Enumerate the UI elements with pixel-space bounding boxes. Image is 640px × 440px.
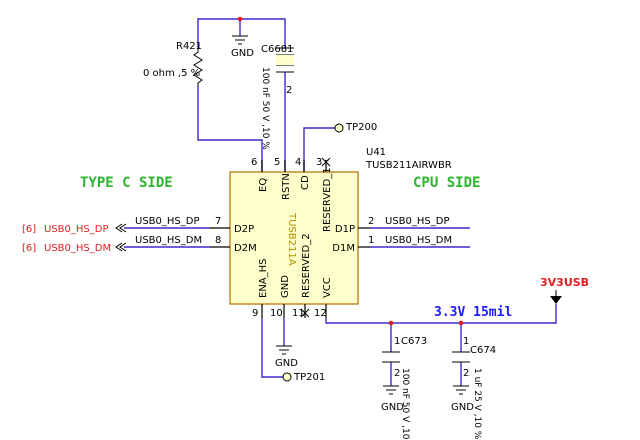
resistor-r421[interactable] (193, 46, 203, 86)
pin-name-rstn: RSTN (281, 173, 292, 200)
no-connect-mark (300, 157, 331, 318)
c673-ref: C673 (401, 336, 427, 347)
ic-part-number: TUSB211AIRWBR (365, 160, 452, 171)
junction-dot (458, 320, 464, 326)
pin-name-d1m: D1M (332, 243, 355, 254)
ground-symbol (453, 385, 469, 395)
pin-num-eq: 6 (251, 157, 257, 168)
r421-value: 0 ohm ,5 % (143, 68, 200, 79)
pin-name-cd: CD (300, 175, 311, 190)
pin-num-reserved1: 3 (316, 157, 322, 168)
power-arrow-icon (550, 296, 562, 304)
pin-num-d1m: 1 (368, 235, 374, 246)
offpage-dm-sheet: [6] (22, 243, 36, 254)
c674-pin2: 2 (463, 368, 469, 379)
capacitor-c674[interactable] (452, 351, 470, 363)
ground-symbol (383, 385, 399, 395)
c674-value: 1 uF 25 V ,10 % (472, 368, 482, 440)
gnd-label-c673: GND (381, 402, 404, 413)
pin-num-ena-hs: 9 (252, 308, 258, 319)
pin-name-vcc: VCC (322, 277, 333, 298)
c673-pin1: 1 (394, 336, 400, 347)
gnd-label-top: GND (231, 48, 254, 59)
c673-pin2: 2 (394, 368, 400, 379)
pin-name-reserved2: RESERVED_2 (301, 233, 312, 298)
power-net-name: 3V3USB (540, 276, 589, 289)
pin-num-d1p: 2 (368, 216, 374, 227)
c674-pin1: 1 (463, 336, 469, 347)
gnd-label-c674: GND (451, 402, 474, 413)
net-label-right-dm: USB0_HS_DM (385, 235, 452, 246)
power-trace-label: 3.3V 15mil (434, 305, 512, 320)
ground-symbol (276, 345, 292, 355)
r421-ref: R421 (176, 41, 202, 52)
type-c-side-label: TYPE C SIDE (80, 175, 173, 191)
ic-pins (210, 160, 370, 318)
offpage-dm-net: USB0_HS_DM (44, 243, 111, 254)
cpu-side-label: CPU SIDE (413, 175, 480, 191)
pin-num-reserved2: 11 (292, 308, 305, 319)
pin-name-d1p: D1P (335, 224, 355, 235)
pin-name-ena-hs: ENA_HS (258, 258, 269, 298)
ground-symbol (232, 35, 248, 45)
pin-name-eq: EQ (258, 178, 269, 192)
tp201-label: TP201 (293, 372, 325, 383)
pin-name-d2p: D2P (234, 224, 254, 235)
net-label-right-dp: USB0_HS_DP (385, 216, 450, 227)
tp200-label: TP200 (345, 122, 377, 133)
test-point-tp201[interactable] (282, 372, 292, 382)
c668-pin2: 2 (286, 85, 292, 96)
pin-num-vcc: 12 (314, 308, 327, 319)
offpage-dm-arrow (115, 242, 127, 252)
ic-body[interactable] (229, 171, 359, 305)
junction-dot (388, 320, 394, 326)
pin-num-d2m: 8 (215, 235, 221, 246)
c668-pin1: 1 (287, 44, 293, 55)
pin-num-d2p: 7 (215, 216, 221, 227)
pin-num-rstn: 5 (274, 157, 280, 168)
pin-name-d2m: D2M (234, 243, 257, 254)
offpage-dp-sheet: [6] (22, 224, 36, 235)
net-label-left-dm: USB0_HS_DM (135, 235, 202, 246)
capacitor-c673[interactable] (382, 351, 400, 363)
c668-ref: C668 (261, 44, 287, 55)
test-point-tp200[interactable] (334, 123, 344, 133)
gnd-label-mid: GND (275, 358, 298, 369)
pin-num-gnd: 10 (270, 308, 283, 319)
pin-name-reserved1: RESERVED_1 (322, 167, 333, 232)
pin-num-cd: 4 (295, 157, 301, 168)
ic-body-text: TUSB211A (286, 212, 297, 266)
c668-value: 100 nF 50 V ,10 % (260, 67, 270, 150)
capacitor-c668[interactable] (276, 47, 294, 73)
net-label-left-dp: USB0_HS_DP (135, 216, 200, 227)
c674-ref: C674 (470, 345, 496, 356)
wires (124, 18, 557, 386)
offpage-dp-net: USB0_HS_DP (44, 224, 109, 235)
pin-name-gnd: GND (280, 275, 291, 298)
c673-value: 100 nF 50 V ,10 % (400, 368, 410, 440)
ic-refdes: U41 (366, 147, 386, 158)
junction-dot (237, 16, 243, 22)
offpage-dp-arrow (115, 223, 127, 233)
